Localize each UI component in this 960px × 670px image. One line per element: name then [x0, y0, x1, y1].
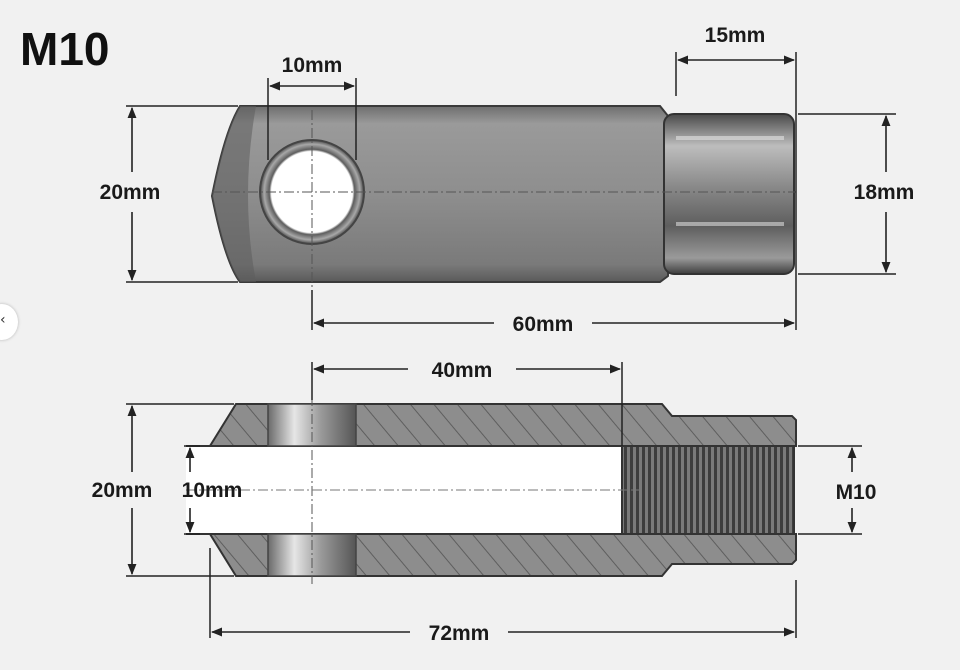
label-hole-diameter: 10mm: [282, 54, 343, 77]
label-total-length: 72mm: [429, 622, 490, 645]
section-view: 40mm 20mm 10mm M10 72mm: [92, 359, 877, 645]
label-shank-diameter: 18mm: [854, 181, 915, 204]
label-body-height-top: 20mm: [100, 181, 161, 204]
label-thread-size: M10: [836, 481, 877, 504]
label-body-height-section: 20mm: [92, 479, 153, 502]
chevron-left-icon: ‹: [0, 312, 6, 328]
label-hole-to-end: 60mm: [513, 313, 574, 336]
side-nav-button[interactable]: ‹: [0, 304, 18, 340]
top-view: 10mm 15mm 20mm 18mm 60mm: [100, 24, 915, 336]
part-size-title: M10: [20, 23, 110, 75]
threaded-shank: [663, 113, 795, 275]
label-slot-width: 10mm: [182, 479, 243, 502]
threaded-bore: [621, 445, 795, 535]
label-shank-length: 15mm: [705, 24, 766, 47]
label-hole-to-thread: 40mm: [432, 359, 493, 382]
